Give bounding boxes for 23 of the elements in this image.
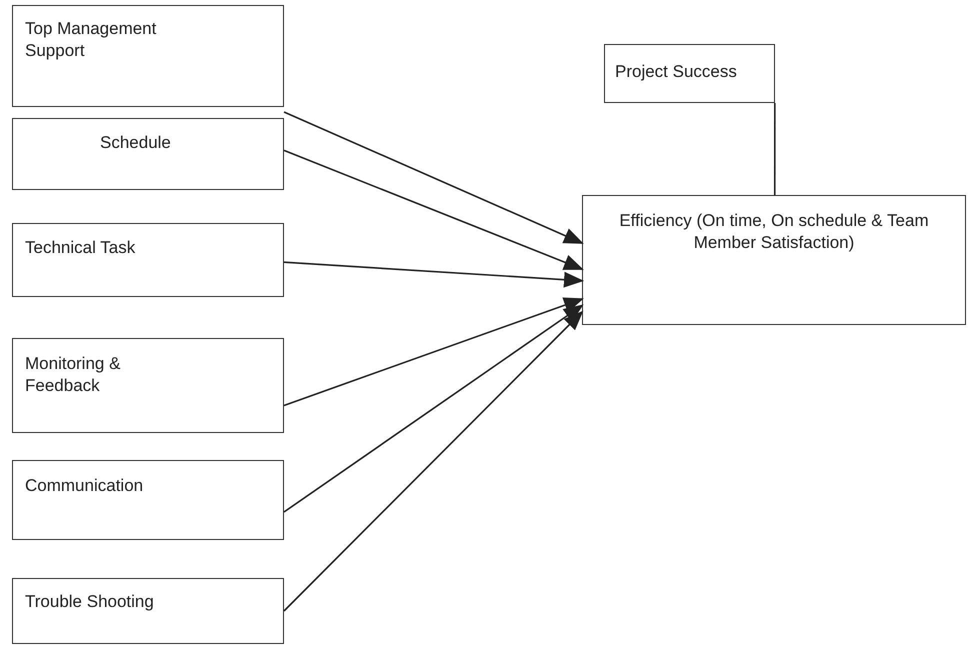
box-label: Efficiency (On time, On schedule & Team Member Satisfaction) — [618, 210, 930, 254]
box-label: Top Management Support — [25, 18, 158, 62]
arrow — [284, 304, 584, 513]
factor-box — [12, 578, 284, 644]
connector-line — [774, 103, 776, 195]
box-label: Communication — [25, 475, 144, 497]
arrow — [284, 298, 584, 406]
box-label: Schedule — [100, 132, 172, 154]
heading-box — [604, 44, 775, 103]
arrow — [283, 310, 584, 612]
factor-box — [12, 118, 284, 190]
box-label: Technical Task — [25, 237, 136, 259]
factor-box — [12, 338, 284, 433]
arrow — [284, 150, 584, 270]
box-label: Monitoring & Feedback — [25, 353, 122, 397]
box-label: Project Success — [615, 61, 738, 83]
arrow — [284, 261, 584, 288]
factor-box — [12, 5, 284, 107]
arrow — [284, 111, 584, 244]
factor-box — [12, 223, 284, 297]
outcome-box — [582, 195, 966, 325]
box-label: Trouble Shooting — [25, 591, 155, 613]
factor-box — [12, 460, 284, 540]
